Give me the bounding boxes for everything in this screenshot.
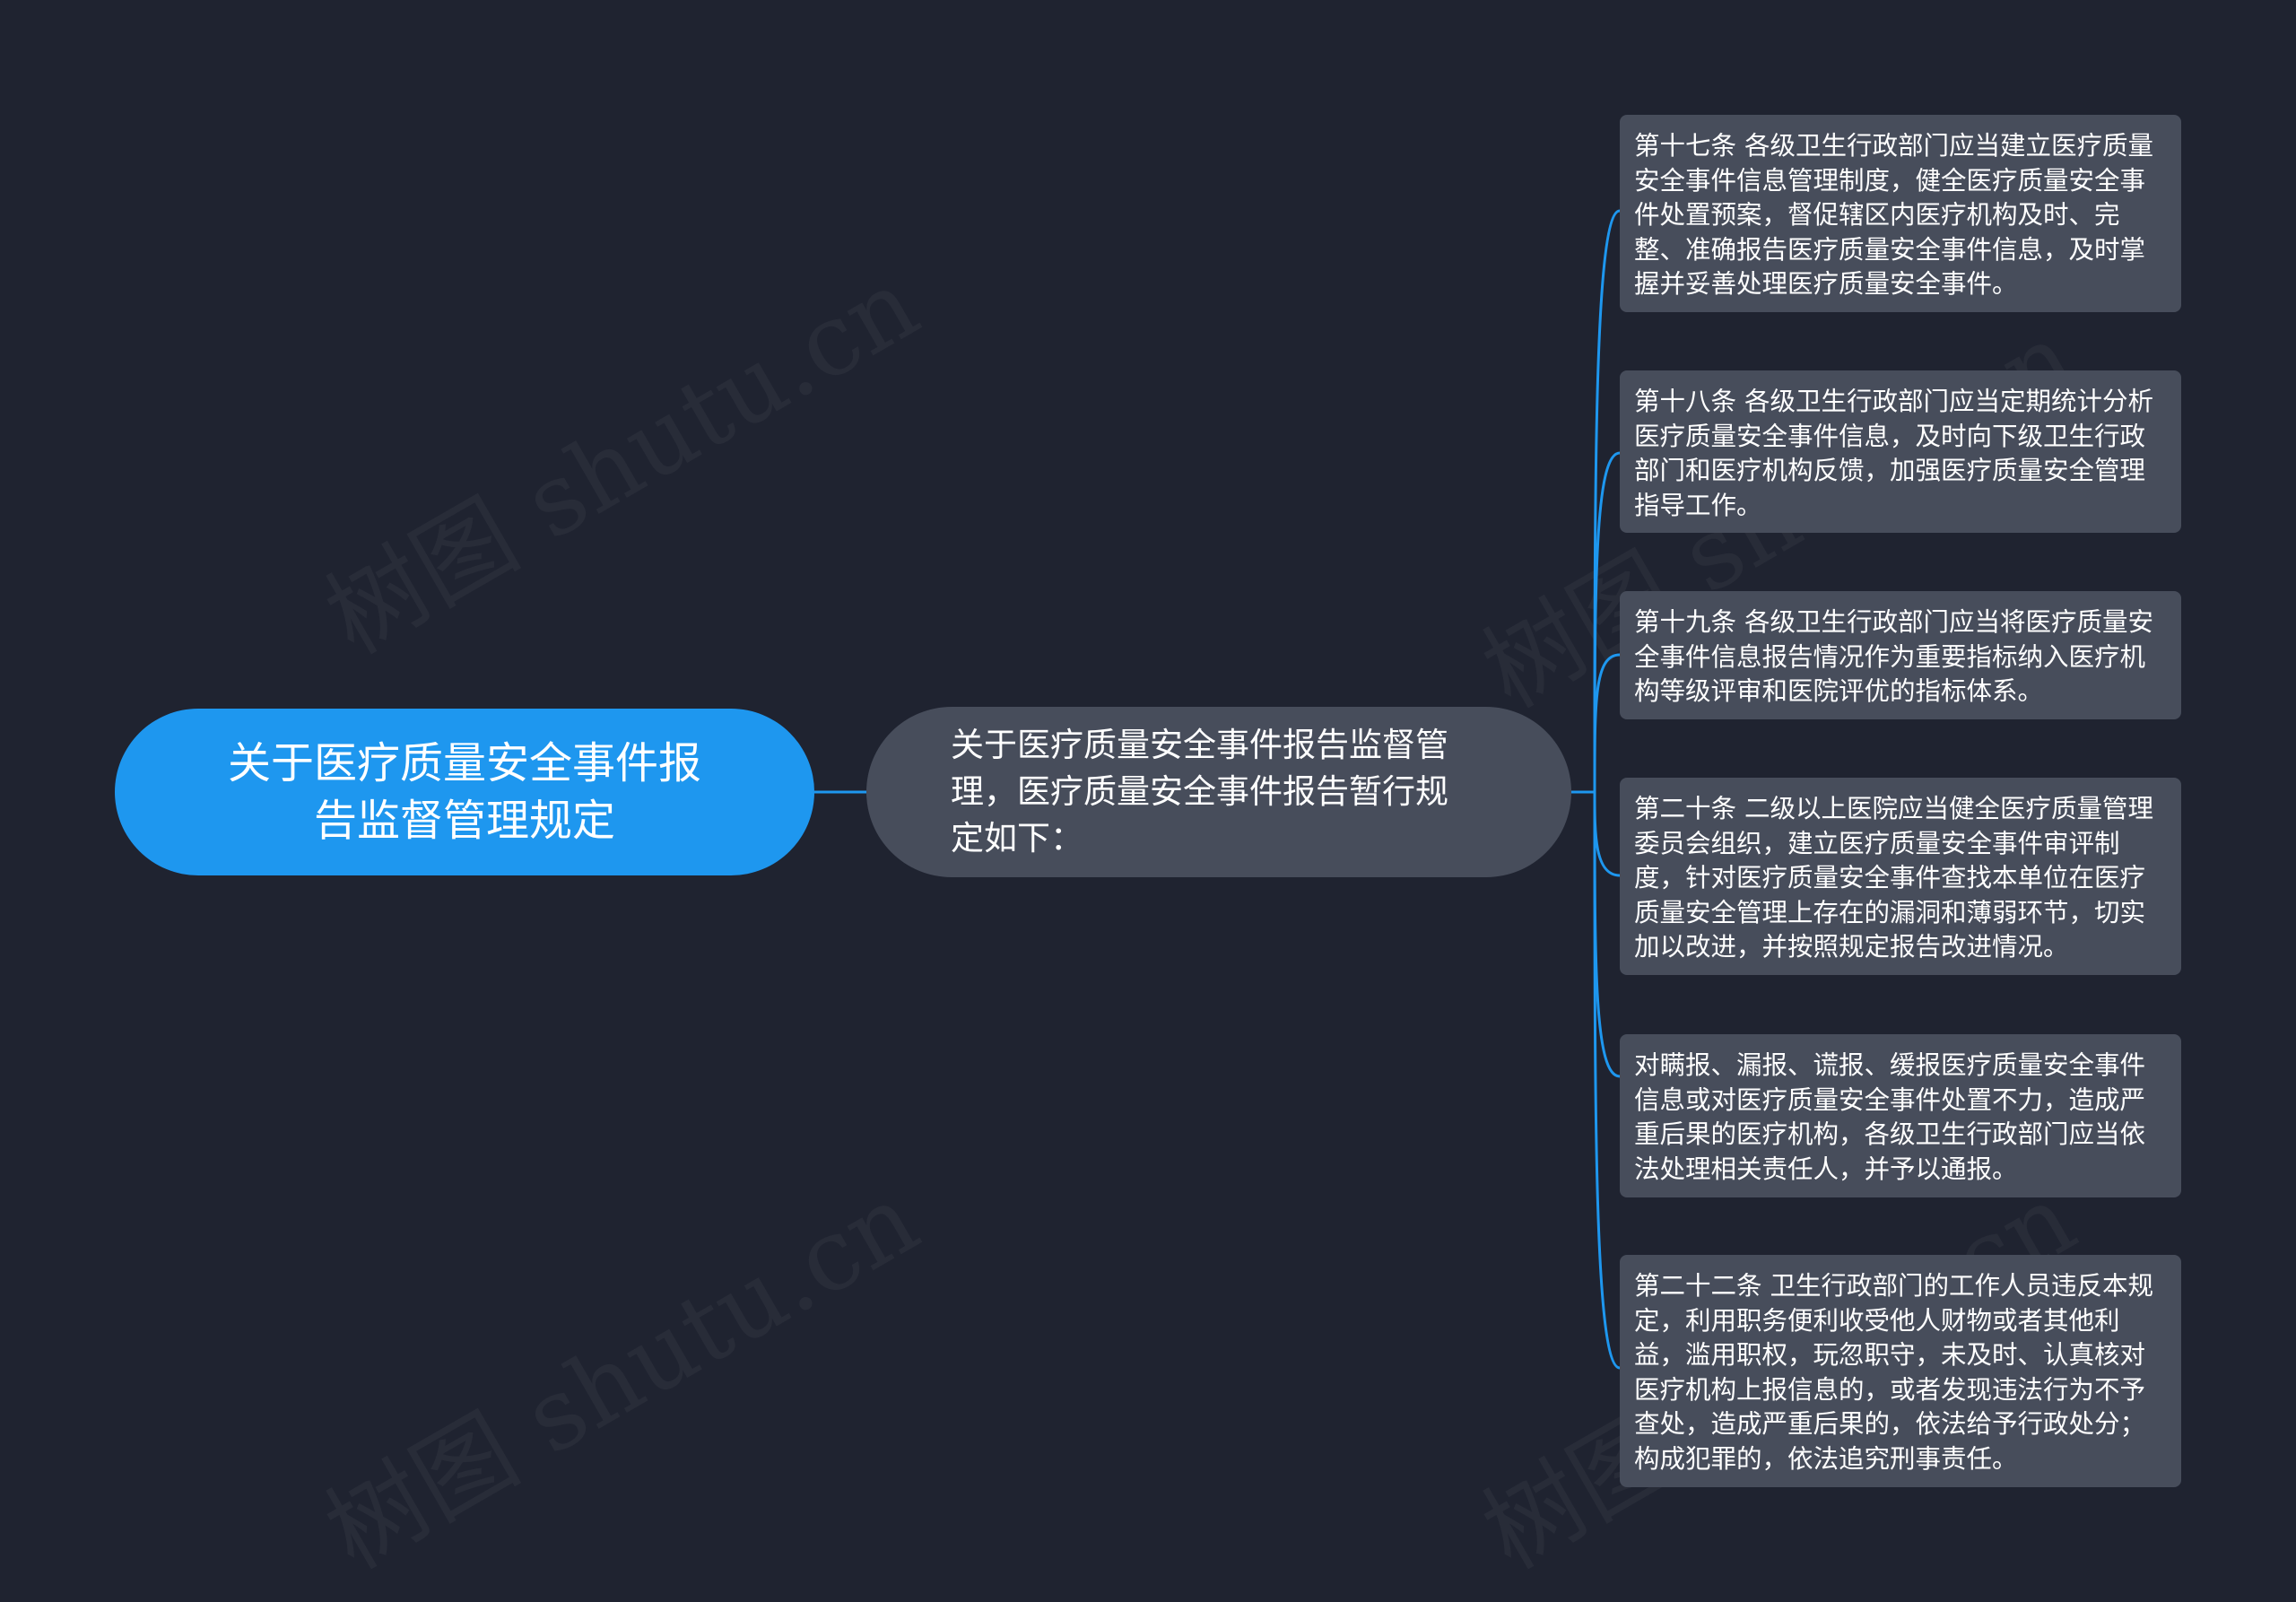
leaf-node-label: 第十九条 各级卫生行政部门应当将医疗质量安全事件信息报告情况作为重要指标纳入医疗… [1634, 607, 2154, 706]
leaf-node-article-19[interactable]: 第十九条 各级卫生行政部门应当将医疗质量安全事件信息报告情况作为重要指标纳入医疗… [1620, 591, 2181, 719]
connector-leaf-4 [1593, 791, 1621, 877]
topic-node-label: 关于医疗质量安全事件报告监督管理，医疗质量安全事件报告暂行规定如下： [951, 726, 1448, 858]
leaf-node-article-22[interactable]: 第二十二条 卫生行政部门的工作人员违反本规定，利用职务便利收受他人财物或者其他利… [1620, 1255, 2181, 1487]
connector-leaf-2 [1593, 451, 1621, 793]
leaf-node-label: 第十八条 各级卫生行政部门应当定期统计分析医疗质量安全事件信息，及时向下级卫生行… [1634, 387, 2154, 520]
root-node-label: 关于医疗质量安全事件报告监督管理规定 [227, 738, 701, 846]
leaf-node-label: 第二十二条 卫生行政部门的工作人员违反本规定，利用职务便利收受他人财物或者其他利… [1634, 1271, 2154, 1474]
root-node[interactable]: 关于医疗质量安全事件报告监督管理规定 [115, 709, 814, 875]
leaf-node-article-18[interactable]: 第十八条 各级卫生行政部门应当定期统计分析医疗质量安全事件信息，及时向下级卫生行… [1620, 370, 2181, 533]
connector-leaf-3 [1593, 653, 1621, 793]
connector-leaf-5 [1593, 791, 1621, 1078]
leaf-node-label: 第二十条 二级以上医院应当健全医疗质量管理委员会组织，建立医疗质量安全事件审评制… [1634, 794, 2154, 962]
leaf-node-article-17[interactable]: 第十七条 各级卫生行政部门应当建立医疗质量安全事件信息管理制度，健全医疗质量安全… [1620, 115, 2181, 312]
leaf-node-label: 第十七条 各级卫生行政部门应当建立医疗质量安全事件信息管理制度，健全医疗质量安全… [1634, 131, 2154, 299]
topic-node[interactable]: 关于医疗质量安全事件报告监督管理，医疗质量安全事件报告暂行规定如下： [866, 707, 1571, 877]
leaf-node-article-20[interactable]: 第二十条 二级以上医院应当健全医疗质量管理委员会组织，建立医疗质量安全事件审评制… [1620, 778, 2181, 975]
connector-leaf-6 [1593, 791, 1621, 1370]
leaf-node-article-21[interactable]: 对瞒报、漏报、谎报、缓报医疗质量安全事件信息或对医疗质量安全事件处置不力，造成严… [1620, 1034, 2181, 1197]
connector-leaf-1 [1593, 209, 1621, 793]
leaf-node-label: 对瞒报、漏报、谎报、缓报医疗质量安全事件信息或对医疗质量安全事件处置不力，造成严… [1634, 1050, 2146, 1184]
